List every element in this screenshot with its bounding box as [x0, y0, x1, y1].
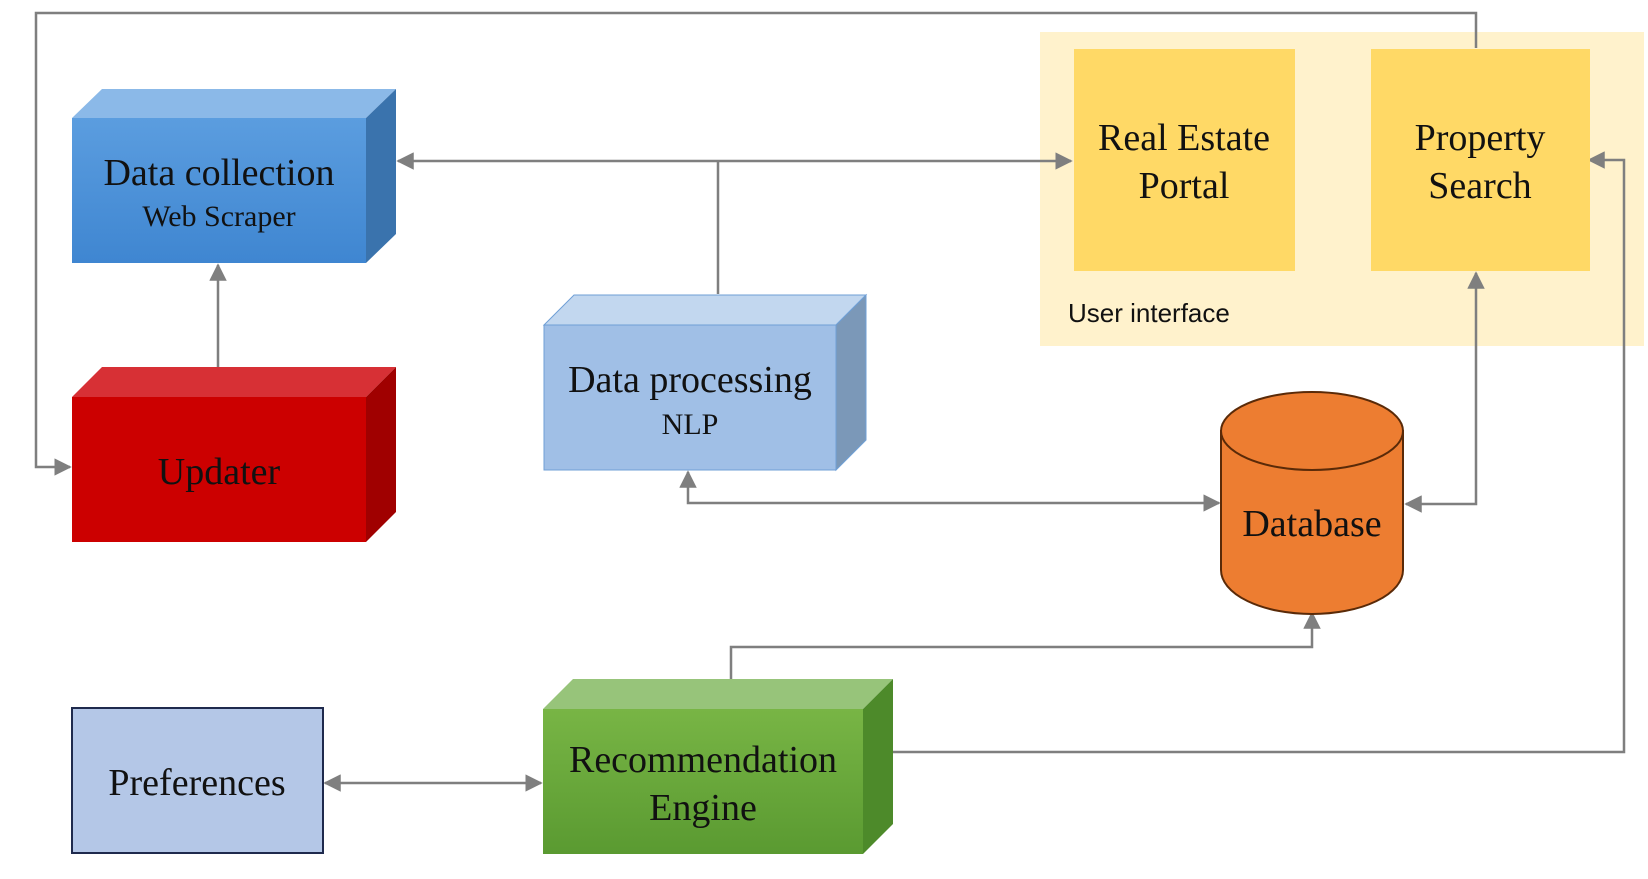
data-collection-title: Data collection	[103, 152, 334, 194]
data-processing-block: Data processing NLP	[542, 293, 868, 472]
property-search-box: Property Search	[1371, 49, 1590, 271]
real-estate-portal-line2: Portal	[1139, 165, 1230, 207]
recommendation-engine-block: Recommendation Engine	[543, 679, 893, 854]
connectors	[34, 11, 1626, 792]
recommendation-engine-line1: Recommendation	[569, 739, 837, 781]
user-interface-label: User interface	[1068, 298, 1230, 328]
data-collection-subtitle: Web Scraper	[142, 200, 295, 233]
database-cylinder: Database	[1220, 391, 1404, 615]
property-search-line2: Search	[1428, 165, 1531, 207]
updater-title: Updater	[158, 451, 281, 493]
database-title: Database	[1242, 503, 1381, 545]
data-collection-block: Data collection Web Scraper	[72, 89, 396, 263]
preferences-box: Preferences	[71, 707, 324, 854]
data-processing-title: Data processing	[568, 359, 812, 401]
property-search-line1: Property	[1415, 117, 1546, 159]
connector-search-to-updater	[34, 11, 1478, 476]
updater-block: Updater	[72, 367, 396, 542]
connector-processing-database	[679, 470, 1221, 512]
connector-recommendation-database	[729, 611, 1321, 682]
data-processing-subtitle: NLP	[662, 408, 719, 441]
real-estate-portal-line1: Real Estate	[1098, 117, 1270, 159]
preferences-title: Preferences	[108, 762, 285, 804]
connector-database-search	[1404, 271, 1485, 513]
real-estate-portal-box: Real Estate Portal	[1074, 49, 1295, 271]
recommendation-engine-line2: Engine	[649, 787, 757, 829]
connector-recommendation-search	[893, 151, 1626, 754]
